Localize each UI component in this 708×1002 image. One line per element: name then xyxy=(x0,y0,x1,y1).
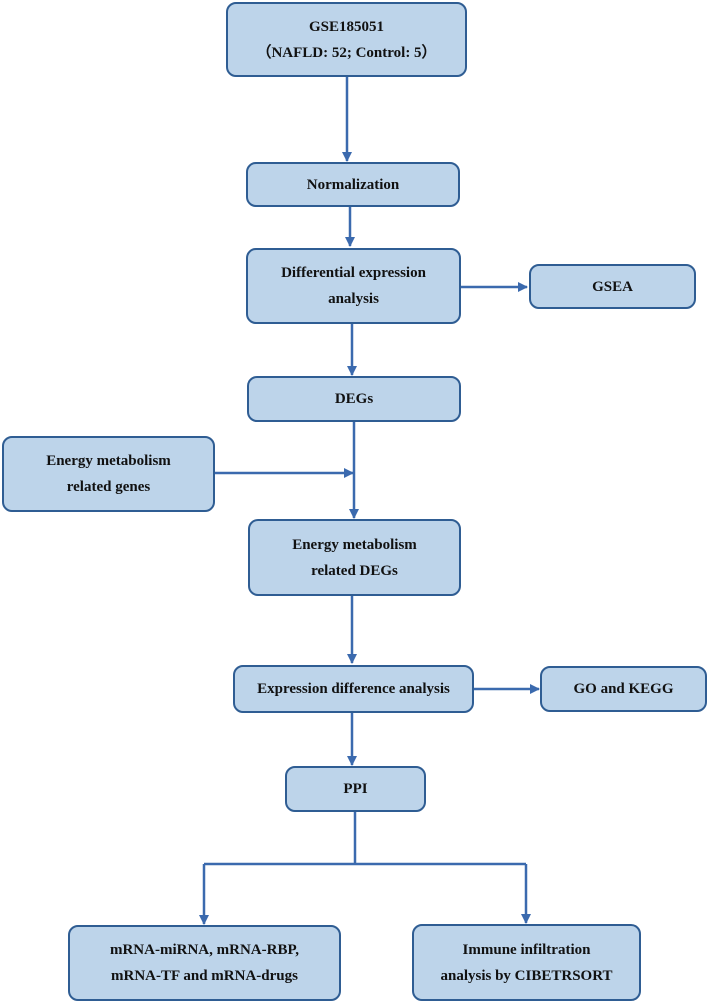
ppi-box: PPI xyxy=(285,766,426,812)
gse-title: GSE185051 xyxy=(308,18,384,35)
emg-label-line2: related genes xyxy=(66,479,151,495)
emdegs-label-line1: Energy metabolism xyxy=(292,536,417,553)
gse-dataset-box: GSE185051 （NAFLD: 52; Control: 5） xyxy=(226,2,467,77)
go-kegg-box: GO and KEGG xyxy=(540,666,707,712)
ppi-label: PPI xyxy=(343,781,368,797)
normalization-label: Normalization xyxy=(306,176,400,193)
gse-sample-counts: （NAFLD: 52; Control: 5） xyxy=(256,44,437,61)
energy-metabolism-degs-box: Energy metabolism related DEGs xyxy=(248,519,461,596)
gsea-box: GSEA xyxy=(529,264,696,309)
network-label-line1: mRNA-miRNA, mRNA-RBP, xyxy=(109,942,299,958)
emg-label-line1: Energy metabolism xyxy=(46,453,171,469)
emdegs-label-line2: related DEGs xyxy=(311,562,398,579)
eda-label: Expression difference analysis xyxy=(257,681,450,697)
expression-difference-box: Expression difference analysis xyxy=(233,665,474,713)
dea-label-line1: Differential expression xyxy=(281,265,426,281)
immune-label-line2: analysis by CIBETRSORT xyxy=(440,967,613,984)
normalization-box: Normalization xyxy=(246,162,460,207)
immune-label-line1: Immune infiltration xyxy=(462,941,591,958)
network-analysis-box: mRNA-miRNA, mRNA-RBP, mRNA-TF and mRNA-d… xyxy=(68,925,341,1001)
immune-infiltration-box: Immune infiltration analysis by CIBETRSO… xyxy=(412,924,641,1001)
energy-metabolism-genes-box: Energy metabolism related genes xyxy=(2,436,215,512)
differential-expression-box: Differential expression analysis xyxy=(246,248,461,324)
network-label-line2: mRNA-TF and mRNA-drugs xyxy=(111,968,298,984)
dea-label-line2: analysis xyxy=(328,291,379,307)
gokegg-label: GO and KEGG xyxy=(573,681,674,697)
degs-box: DEGs xyxy=(247,376,461,422)
gsea-label: GSEA xyxy=(592,278,633,295)
degs-label: DEGs xyxy=(334,391,374,407)
